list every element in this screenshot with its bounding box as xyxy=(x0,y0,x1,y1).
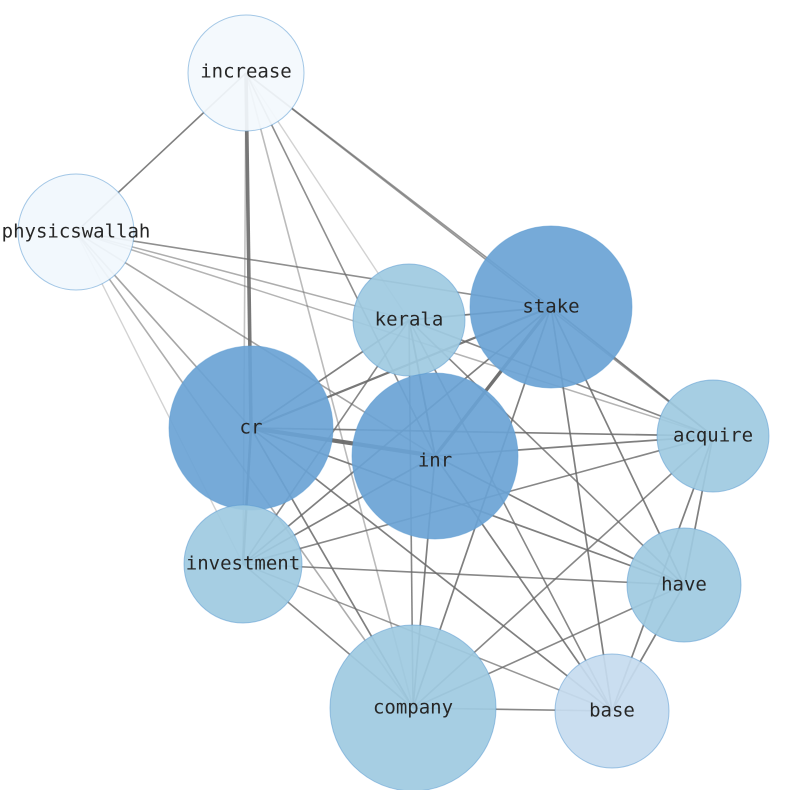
graph-node-label-cr: cr xyxy=(240,417,263,439)
graph-node-label-investment: investment xyxy=(186,553,300,575)
graph-node-label-stake: stake xyxy=(522,296,579,318)
graph-node-base[interactable] xyxy=(554,653,670,769)
graph-node-label-inr: inr xyxy=(418,450,452,472)
graph-node-kerala[interactable] xyxy=(352,263,466,377)
graph-node-inr[interactable] xyxy=(351,372,519,540)
graph-node-label-company: company xyxy=(373,697,453,719)
node-layer xyxy=(17,14,770,790)
graph-node-stake[interactable] xyxy=(469,225,633,389)
graph-edge xyxy=(408,319,685,586)
graph-edge xyxy=(245,72,714,437)
graph-node-label-acquire: acquire xyxy=(673,425,753,447)
graph-node-label-physicswallah: physicswallah xyxy=(2,221,151,243)
graph-node-physicswallah[interactable] xyxy=(17,173,135,291)
graph-node-label-increase: increase xyxy=(200,61,292,83)
graph-node-increase[interactable] xyxy=(187,14,305,132)
label-layer: increase physicswallah kerala stake cr inr acq… xyxy=(2,61,753,722)
graph-node-label-base: base xyxy=(589,700,635,722)
graph-node-investment[interactable] xyxy=(183,504,303,624)
graph-node-company[interactable] xyxy=(329,624,497,790)
graph-node-have[interactable] xyxy=(626,527,742,643)
graph-edge xyxy=(75,231,244,565)
graph-node-label-have: have xyxy=(661,574,707,596)
graph-node-acquire[interactable] xyxy=(656,379,770,493)
graph-node-label-kerala: kerala xyxy=(375,309,444,331)
graph-edge xyxy=(242,563,685,586)
